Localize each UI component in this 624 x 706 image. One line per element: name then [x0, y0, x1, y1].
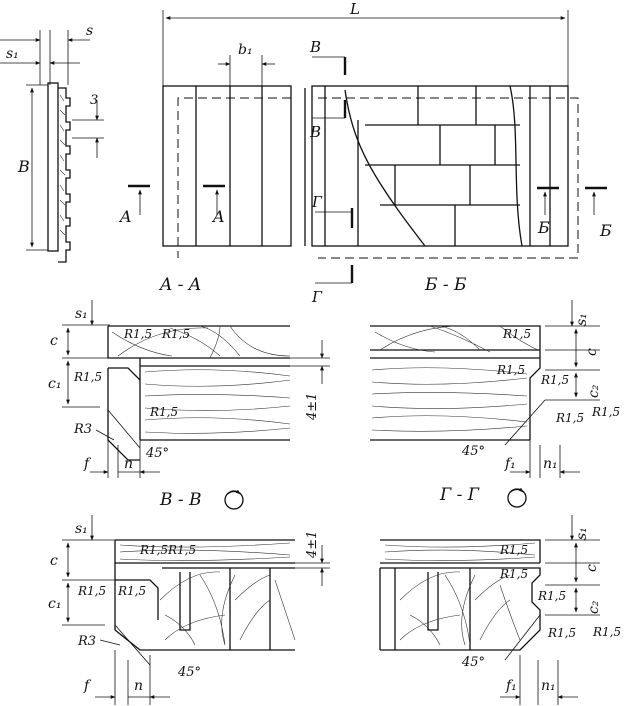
aa-r15-c: R1,5 — [73, 370, 102, 384]
aa-r15-b: R1,5 — [161, 327, 190, 341]
vv-c1: c₁ — [48, 596, 61, 612]
cut-label-b-right: Б — [599, 221, 612, 240]
section-bb: s₁ c c₂ R1,5 R1,5 R1,5 R1,5 R1,5 45° f₁ … — [370, 300, 620, 478]
gg-c: c — [584, 564, 600, 572]
aa-n: n — [124, 456, 133, 472]
bb-r15-d: R1,5 — [555, 411, 584, 425]
bb-c: c — [584, 348, 600, 356]
bb-angle: 45° — [461, 444, 485, 459]
aa-r3: R3 — [73, 422, 92, 437]
cut-label-a-left: A — [118, 207, 132, 226]
title-section-aa: A - A — [158, 275, 201, 295]
bb-r15-c: R1,5 — [540, 373, 569, 387]
aa-c: c — [50, 333, 58, 349]
aa-angle: 45° — [145, 446, 169, 461]
vv-r15-d: R1,5 — [117, 584, 146, 598]
dim-B: B — [17, 157, 30, 176]
dim-3: 3 — [90, 93, 98, 108]
gg-f1: f₁ — [505, 678, 517, 694]
title-section-gg: Г - Г — [439, 485, 480, 505]
gg-r15-e: R1,5 — [592, 625, 621, 639]
dim-s1: s₁ — [6, 46, 19, 62]
gg-r15-a: R1,5 — [499, 543, 528, 557]
gg-n1: n₁ — [541, 678, 556, 694]
gg-r15-b: R1,5 — [499, 567, 528, 581]
cut-label-a-right: A — [211, 207, 225, 226]
aa-gap: 4±1 — [305, 393, 320, 421]
bb-r15-e: R1,5 — [591, 405, 620, 419]
vv-c: c — [50, 553, 58, 569]
bb-n1: n₁ — [543, 456, 558, 472]
dim-s: s — [86, 23, 93, 39]
vv-r15-b: R1,5 — [167, 543, 196, 557]
aa-s1: s₁ — [75, 306, 88, 322]
dim-b1: b₁ — [238, 42, 253, 58]
title-section-vv: B - B — [159, 490, 202, 510]
section-aa: c c₁ s₁ 4±1 R1,5 R1,5 R1,5 R1,5 R3 45° f… — [48, 300, 330, 478]
vv-r15-a: R1,5 — [139, 543, 168, 557]
section-gg: s₁ c c₂ R1,5 R1,5 R1,5 R1,5 R1,5 45° f₁ … — [379, 515, 621, 705]
vv-gap: 4±1 — [305, 531, 320, 559]
section-vv: c c₁ s₁ 4±1 R1,5 R1,5 R1,5 R1,5 R3 45° f… — [48, 515, 330, 705]
gg-r15-c: R1,5 — [537, 589, 566, 603]
vv-r3: R3 — [77, 634, 96, 649]
vv-s1: s₁ — [75, 521, 88, 537]
side-view: s s₁ B 3 — [0, 23, 104, 263]
vv-r15-c: R1,5 — [77, 584, 106, 598]
gg-s1: s₁ — [574, 527, 590, 540]
title-section-bb: Б - Б — [424, 275, 467, 295]
cut-label-v-bottom: B — [309, 123, 321, 141]
aa-r15-d: R1,5 — [149, 405, 178, 419]
aa-r15-a: R1,5 — [123, 327, 152, 341]
cut-label-v-top: B — [309, 38, 321, 56]
aa-f: f — [83, 456, 92, 472]
dim-L: L — [349, 0, 360, 18]
bb-f1: f₁ — [504, 456, 516, 472]
bb-c2: c₂ — [586, 384, 602, 398]
aa-c1: c₁ — [48, 376, 61, 392]
cut-label-g-top: Г — [311, 193, 323, 211]
bb-s1: s₁ — [574, 313, 590, 326]
gg-c2: c₂ — [586, 600, 602, 614]
front-view: L b₁ B B — [118, 0, 612, 306]
gg-r15-d: R1,5 — [547, 626, 576, 640]
bb-r15-a: R1,5 — [502, 327, 531, 341]
vv-angle: 45° — [177, 665, 201, 680]
vv-f: f — [83, 678, 92, 694]
cut-label-b-left: Б — [537, 218, 550, 237]
cut-label-g-bottom: Г — [311, 288, 323, 306]
bb-r15-b: R1,5 — [496, 363, 525, 377]
vv-n: n — [134, 678, 143, 694]
gg-angle: 45° — [461, 655, 485, 670]
